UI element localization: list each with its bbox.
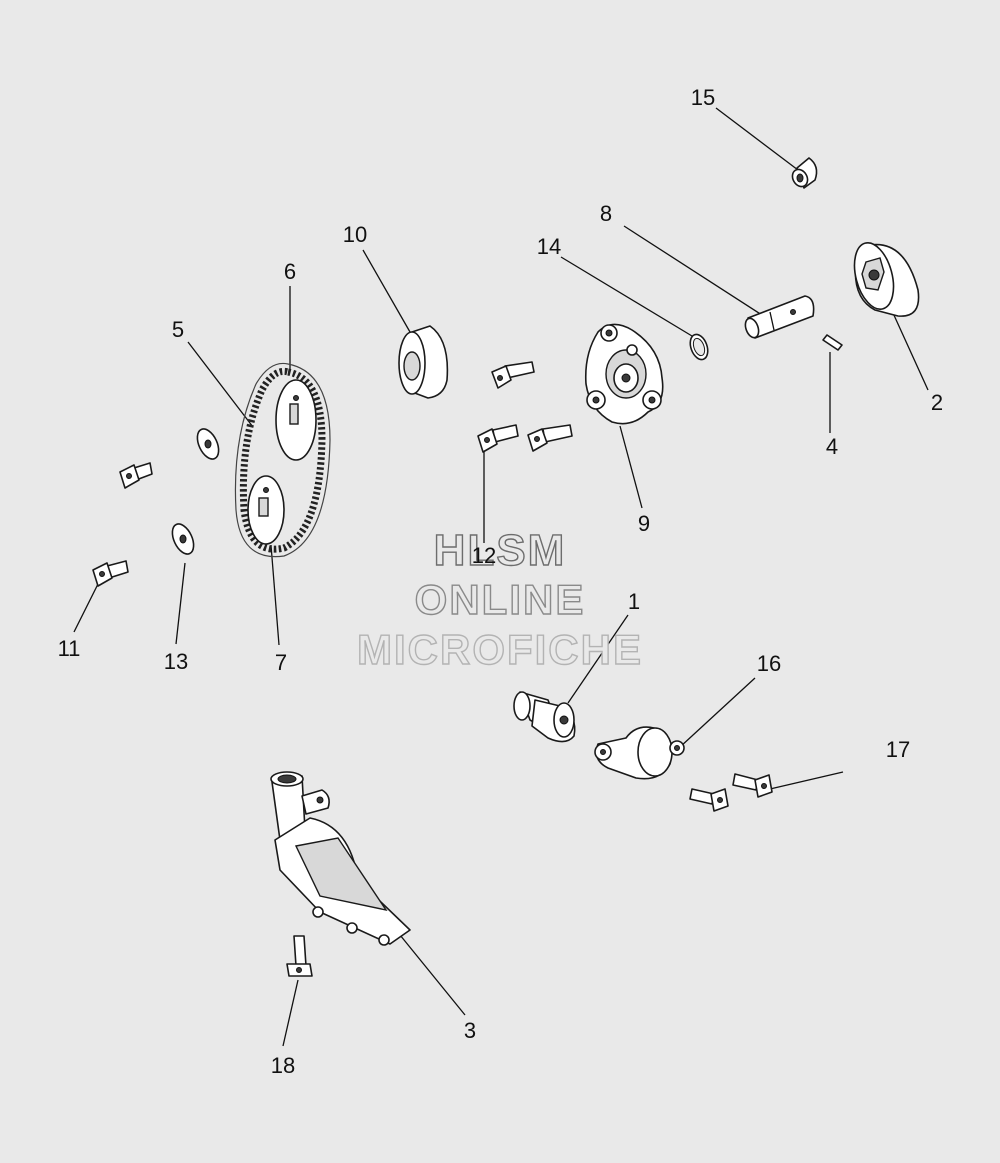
part-16-pressure-housing [594,726,685,780]
part-15-bushing [791,157,818,189]
part-10-spacer [398,325,449,399]
callout-2[interactable]: 2 [930,390,944,415]
callout-15[interactable]: 15 [690,85,716,110]
leader-lines [73,107,929,1047]
part-1-relief-valve [513,691,576,743]
callout-10[interactable]: 10 [342,222,368,247]
callout-7[interactable]: 7 [274,650,288,675]
callout-18[interactable]: 18 [270,1053,296,1078]
callout-13[interactable]: 13 [163,649,189,674]
part-18-bolt [286,935,313,977]
part-9-pump-housing [584,323,664,425]
part-4-dowel-pin [822,334,843,351]
callout-11[interactable]: 11 [57,636,81,661]
part-11-bolts [92,462,153,587]
watermark-line-3: MICROFICHE [356,625,643,673]
part-13-washer [171,523,195,555]
callout-6[interactable]: 6 [283,259,297,284]
callout-8[interactable]: 8 [599,201,613,226]
part-17-bolts [689,773,773,812]
part-2-drive-rotor [853,242,920,317]
callout-4[interactable]: 4 [825,434,839,459]
callout-16[interactable]: 16 [756,651,782,676]
part-14-o-ring [689,333,709,361]
part-washer [196,428,220,460]
callout-1[interactable]: 1 [627,589,641,614]
part-5-6-7-chain-and-sprockets [234,362,331,558]
callout-12[interactable]: 12 [471,543,497,568]
watermark-line-2: ONLINE [414,575,586,623]
part-12-bolts [477,361,573,453]
callout-14[interactable]: 14 [536,234,562,259]
callout-17[interactable]: 17 [885,737,911,762]
callout-3[interactable]: 3 [463,1018,477,1043]
part-8-shaft [744,295,815,339]
callout-5[interactable]: 5 [171,317,185,342]
part-3-oil-pickup [270,771,411,946]
callout-9[interactable]: 9 [637,511,651,536]
watermark-line-1: HLSM [433,525,567,575]
